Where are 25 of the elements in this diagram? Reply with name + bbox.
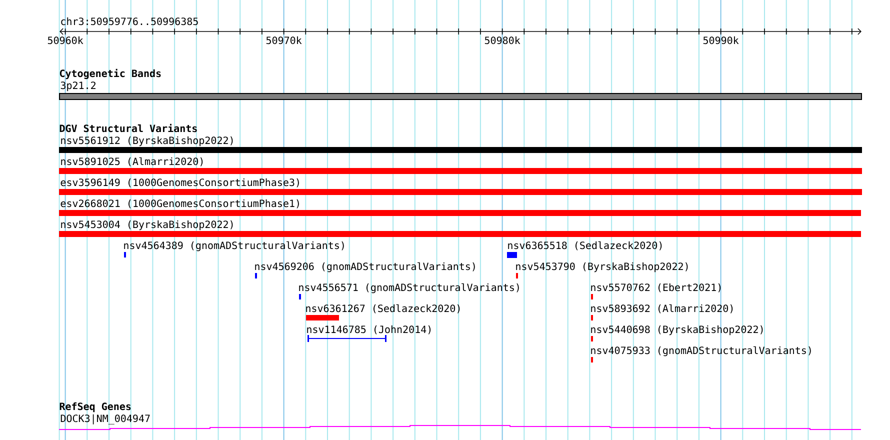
feature-label: nsv4564389 (gnomADStructuralVariants): [124, 241, 344, 252]
feature-label: nsv5453790 (ByrskaBishop2022): [516, 262, 688, 272]
feature-label: nsv6361267 (Sedlazeck2020): [306, 304, 460, 314]
feature-label: nsv1146785 (John2014): [307, 325, 431, 334]
feature-label: nsv6365518 (Sedlazeck2020): [508, 241, 662, 250]
feature-label: DOCK3|NM_004947: [60, 414, 150, 424]
feature-label: nsv5440698 (ByrskaBishop2022): [591, 325, 763, 336]
track-title: DGV Structural Variants: [60, 124, 197, 132]
feature-label: nsv4569206 (gnomADStructuralVariants): [255, 262, 475, 272]
feature-label: nsv5891025 (Almarri2020): [61, 157, 203, 166]
feature-label: 3p21.2: [60, 82, 96, 92]
tick-label: 50970k: [266, 36, 302, 44]
feature-label: nsv5561912 (ByrskaBishop2022): [61, 136, 233, 146]
feature-label: nsv5453004 (ByrskaBishop2022): [61, 220, 233, 230]
feature-label: nsv4075933 (gnomADStructuralVariants): [591, 346, 811, 356]
feature-label: esv3596149 (1000GenomesConsortiumPhase3): [60, 178, 299, 188]
track-title: Cytogenetic Bands: [60, 68, 161, 80]
feature-label: nsv5893692 (Almarri2020): [591, 304, 733, 314]
feature-label: nsv4556571 (gnomADStructuralVariants): [299, 283, 519, 294]
tick-label: 50990k: [703, 36, 739, 44]
tick-label: 50960k: [48, 36, 84, 44]
feature-label: esv2668021 (1000GenomesConsortiumPhase1): [60, 199, 299, 208]
location-label: chr3:50959776..50996385: [61, 17, 198, 26]
feature-label: nsv5570762 (Ebert2021): [591, 283, 721, 292]
tick-label: 50980k: [484, 36, 520, 44]
